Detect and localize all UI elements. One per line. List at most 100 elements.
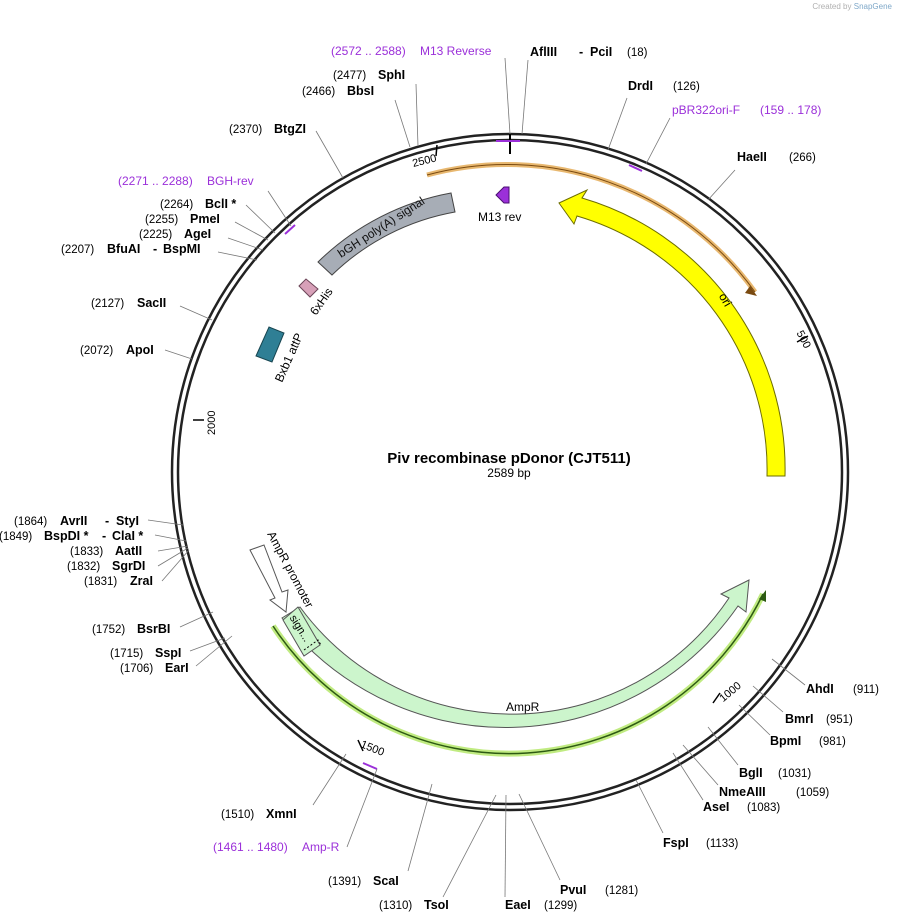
svg-text:BclI *: BclI *: [205, 197, 236, 211]
svg-text:(1299): (1299): [544, 900, 577, 912]
svg-text:(981): (981): [819, 736, 846, 748]
svg-text:(2207): (2207): [61, 244, 94, 256]
svg-text:AvrII: AvrII: [60, 514, 87, 528]
svg-text:(1833): (1833): [70, 546, 103, 558]
site-apoi: (2072) ApoI: [80, 343, 154, 357]
site-asei: AseI (1083): [703, 800, 780, 814]
svg-text:AseI: AseI: [703, 800, 729, 814]
site-tsoi: (1310) TsoI: [379, 898, 449, 912]
leader-lines: [147, 57, 806, 898]
plasmid-name: Piv recombinase pDonor (CJT511): [387, 450, 630, 467]
svg-text:-: -: [153, 242, 157, 256]
svg-text:(1059): (1059): [796, 787, 829, 799]
svg-text:ClaI *: ClaI *: [112, 529, 143, 543]
signal-peptide-dash: [303, 639, 322, 651]
svg-text:BspDI *: BspDI *: [44, 529, 89, 543]
svg-text:AhdI: AhdI: [806, 682, 834, 696]
site-afliii-pcii: AflIII - PciI (18): [530, 45, 648, 59]
site-drdi: DrdI (126): [628, 79, 700, 93]
site-bbsi: (2466) BbsI: [302, 84, 374, 98]
svg-text:(1864): (1864): [14, 516, 47, 528]
site-aatii: (1833) AatII: [70, 544, 142, 558]
bxb1-feature: [255, 326, 285, 363]
svg-text:(2264): (2264): [160, 199, 193, 211]
svg-text:SphI: SphI: [378, 68, 405, 82]
ori-label: ori: [716, 290, 735, 309]
site-nmeaiii: NmeAIII (1059): [719, 785, 829, 799]
svg-text:-: -: [105, 514, 109, 528]
site-sspi: (1715) SspI: [110, 646, 181, 660]
svg-text:BmrI: BmrI: [785, 712, 813, 726]
ori-span-arrowhead: [745, 286, 757, 296]
svg-text:ZraI: ZraI: [130, 574, 153, 588]
site-haeii: HaeII (266): [737, 150, 816, 164]
snapgene-credit: Created by SnapGene: [812, 2, 892, 11]
bgh-feature: [317, 192, 456, 276]
site-bpmi: BpmI (981): [770, 734, 846, 748]
svg-text:ApoI: ApoI: [126, 343, 154, 357]
svg-text:(1031): (1031): [778, 768, 811, 780]
svg-text:AgeI: AgeI: [184, 227, 211, 241]
svg-text:PvuI: PvuI: [560, 883, 586, 897]
site-eaei: EaeI (1299): [505, 898, 577, 912]
svg-text:BglI: BglI: [739, 766, 763, 780]
site-bcli: (2264) BclI *: [160, 197, 236, 211]
svg-text:(951): (951): [826, 714, 853, 726]
svg-text:DrdI: DrdI: [628, 79, 653, 93]
site-sacii: (2127) SacII: [91, 296, 166, 310]
svg-text:(1083): (1083): [747, 802, 780, 814]
svg-text:(1752): (1752): [92, 624, 125, 636]
bgh-label: bGH poly(A) signal: [335, 194, 427, 261]
tick-label-1500: 1500: [359, 739, 386, 759]
site-scai: (1391) ScaI: [328, 874, 399, 888]
svg-text:(1310): (1310): [379, 900, 412, 912]
svg-text:(1461 .. 1480): (1461 .. 1480): [213, 840, 288, 854]
svg-text:(18): (18): [627, 47, 648, 59]
svg-text:Amp-R: Amp-R: [302, 840, 340, 854]
svg-text:BbsI: BbsI: [347, 84, 374, 98]
svg-text:NmeAIII: NmeAIII: [719, 785, 766, 799]
svg-text:(2477): (2477): [333, 70, 366, 82]
snapgene-brand: SnapGene: [853, 2, 892, 11]
svg-text:ScaI: ScaI: [373, 874, 399, 888]
svg-text:(1849): (1849): [0, 531, 32, 543]
his-feature: [298, 278, 319, 298]
site-eari: (1706) EarI: [120, 661, 189, 675]
primer-label-bgh-rev: (2271 .. 2288) BGH-rev: [118, 174, 254, 188]
credit-prefix: Created by: [812, 2, 852, 11]
svg-text:TsoI: TsoI: [424, 898, 449, 912]
site-pmei: (2255) PmeI: [145, 212, 220, 226]
m13rev-label: M13 rev: [478, 210, 521, 224]
plasmid-length: 2589 bp: [487, 466, 531, 480]
site-zrai: (1831) ZraI: [84, 574, 153, 588]
svg-text:(2572 .. 2588): (2572 .. 2588): [331, 44, 406, 58]
svg-text:(1715): (1715): [110, 648, 143, 660]
svg-text:SgrDI: SgrDI: [112, 559, 145, 573]
svg-text:BpmI: BpmI: [770, 734, 801, 748]
svg-text:(2370): (2370): [229, 124, 262, 136]
site-xmni: (1510) XmnI: [221, 807, 297, 821]
site-avrii-styi: (1864) AvrII - StyI: [14, 514, 139, 528]
primer-marks: [284, 140, 643, 770]
tick-label-2000: 2000: [206, 411, 218, 435]
scale-ticks: [193, 144, 809, 752]
svg-text:BspMI: BspMI: [163, 242, 201, 256]
site-pvui: PvuI (1281): [560, 883, 638, 897]
site-bgli: BglI (1031): [739, 766, 811, 780]
svg-text:(1391): (1391): [328, 876, 361, 888]
site-bspdi-clai: (1849) BspDI * - ClaI *: [0, 529, 143, 543]
svg-text:(1510): (1510): [221, 809, 254, 821]
primer-label-pbr322ori-f: pBR322ori-F (159 .. 178): [672, 103, 821, 117]
svg-text:(1281): (1281): [605, 885, 638, 897]
tick-label-2500: 2500: [411, 152, 438, 170]
site-btgzi: (2370) BtgZI: [229, 122, 306, 136]
signal-peptide-feature: [282, 606, 321, 657]
site-bfuai-bspmi: (2207) BfuAI - BspMI: [61, 242, 201, 256]
svg-text:(2225): (2225): [139, 229, 172, 241]
svg-text:BGH-rev: BGH-rev: [207, 174, 254, 188]
svg-text:(1832): (1832): [67, 561, 100, 573]
svg-text:-: -: [102, 529, 106, 543]
svg-text:StyI: StyI: [116, 514, 139, 528]
ori-feature: [558, 188, 786, 477]
svg-text:BtgZI: BtgZI: [274, 122, 306, 136]
